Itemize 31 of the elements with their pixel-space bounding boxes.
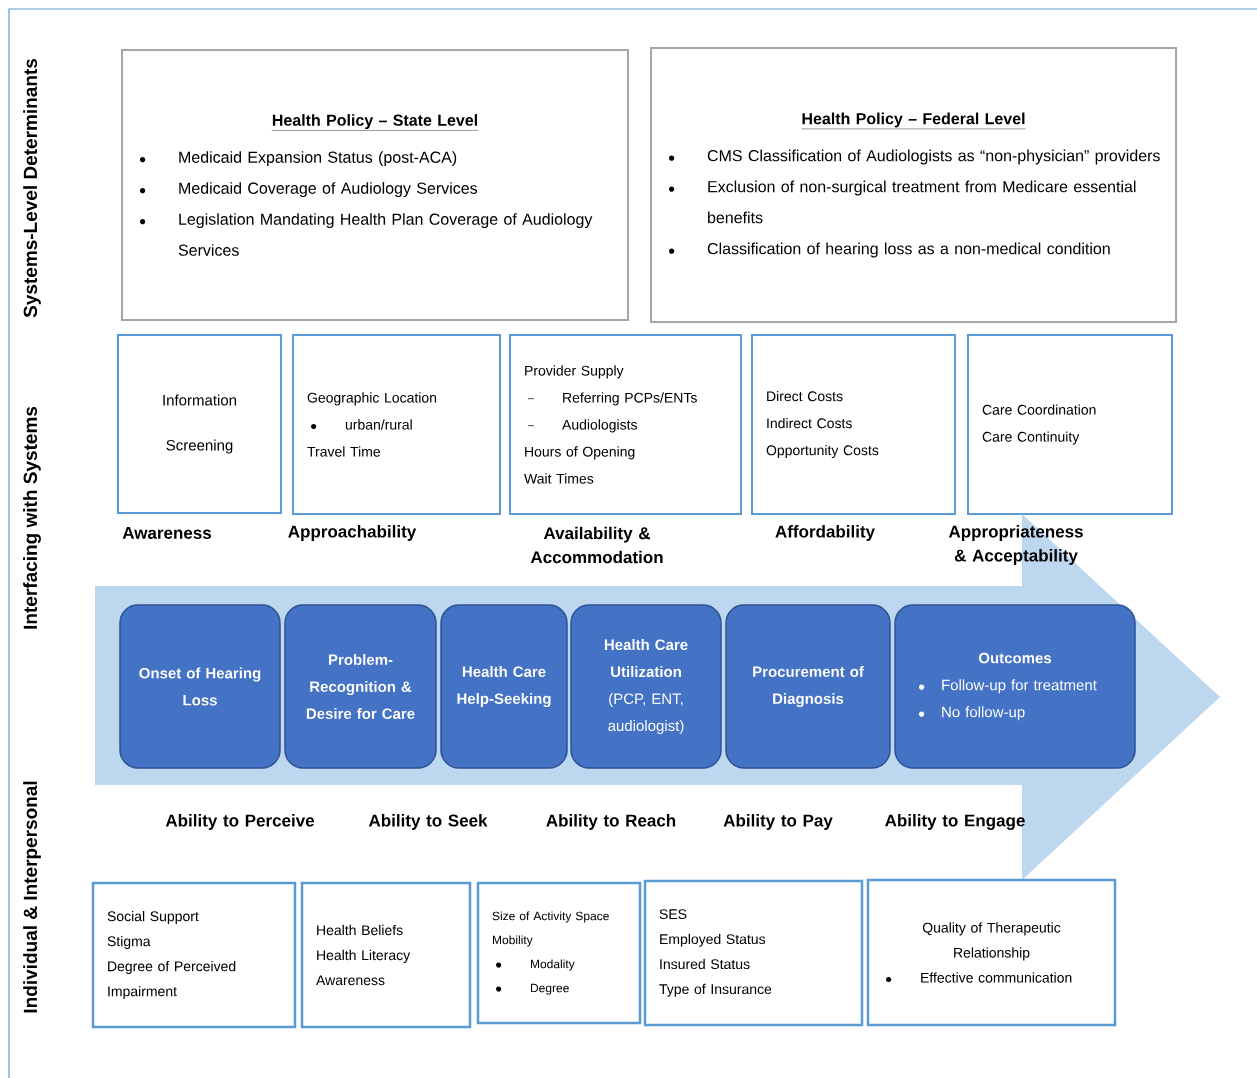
factor-box: Health Beliefs Health Literacy Awareness xyxy=(300,881,472,1029)
ability-label: Ability to Engage xyxy=(885,814,1025,830)
factor-box: SES Employed Status Insured Status Type of Insurance xyxy=(643,879,864,1027)
stage-box: Health Care Utilization (PCP, ENT, audiologist) xyxy=(570,604,722,769)
stage-box: Outcomes Follow-up for treatment No follow-up xyxy=(894,604,1136,769)
side-label: Individual & Interpersonal xyxy=(23,781,41,1013)
stage-box: Onset of Hearing Loss xyxy=(119,604,281,769)
factor-box: Provider Supply Referring PCPs/ENTs Audiologists Hours of Opening Wait Times xyxy=(509,334,742,515)
category-label: Affordability xyxy=(775,525,875,541)
ability-label: Ability to Pay xyxy=(723,814,833,830)
ability-label: Ability to Perceive xyxy=(165,814,315,830)
ability-label: Ability to Reach xyxy=(546,814,676,830)
category-label: Approachability xyxy=(288,525,417,541)
stage-box: Health Care Help-Seeking xyxy=(440,604,568,769)
stage-box: Problem-Recognition & Desire for Care xyxy=(284,604,437,769)
factor-box: Quality of Therapeutic Relationship Effective communication xyxy=(866,878,1117,1027)
factor-box: Social Support Stigma Degree of Perceived Impairment xyxy=(91,881,297,1029)
category-label: Availability & Accommodation xyxy=(530,526,663,564)
side-label: Systems-Level Determinants xyxy=(23,58,41,318)
factor-box: Direct Costs Indirect Costs Opportunity Costs xyxy=(751,334,956,515)
stage-box: Procurement of Diagnosis xyxy=(725,604,891,769)
factor-box: Care Coordination Care Continuity xyxy=(967,334,1173,515)
side-label: Interfacing with Systems xyxy=(23,406,41,629)
factor-box: Size of Activity Space Mobility Modality Degree xyxy=(476,881,642,1025)
factor-box: Geographic Location urban/rural Travel Time xyxy=(292,334,501,515)
ability-label: Ability to Seek xyxy=(368,814,488,830)
category-label: Awareness xyxy=(122,527,211,539)
policy-box: Health Policy – Federal Level CMS Classification of Audiologists as “non-physician” providers Exclusion of non-surgical treatment from Medicare essential benefits Classification of hearing loss as a non-medical condition xyxy=(650,47,1177,323)
factor-box: Information Screening xyxy=(117,334,282,514)
category-label: Appropriateness & Acceptability xyxy=(948,525,1083,565)
policy-box: Health Policy – State Level Medicaid Expansion Status (post-ACA) Medicaid Coverage of Audiology Services Legislation Mandating Health Plan Coverage of Audiology Services xyxy=(121,49,629,321)
